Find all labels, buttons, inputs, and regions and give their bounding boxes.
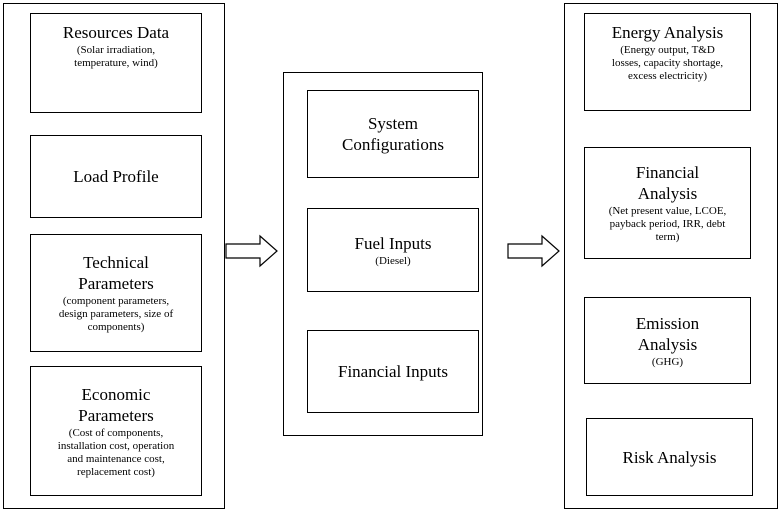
resources-data-box: Resources Data (Solar irradiation, tempe… [30,13,202,113]
load-profile-title: Load Profile [73,167,159,186]
energy-analysis-title: Energy Analysis [611,23,724,42]
emission-analysis-detail: (GHG) [651,355,684,368]
financial-analysis-box: Financial Analysis (Net present value, L… [584,147,751,259]
system-configurations-title: System Configurations [342,114,444,154]
financial-analysis-detail: (Net present value, LCOE, payback period… [608,205,727,243]
emission-analysis-box: Emission Analysis (GHG) [584,297,751,384]
load-profile-box: Load Profile [30,135,202,218]
fuel-inputs-title: Fuel Inputs [354,233,432,253]
system-configurations-box: System Configurations [307,90,479,178]
resources-data-detail: (Solar irradiation, temperature, wind) [74,44,158,69]
resources-data-title: Resources Data [62,23,170,42]
economic-parameters-box: Economic Parameters (Cost of components,… [30,366,202,496]
arrow-right-2 [507,234,560,268]
financial-inputs-title: Financial Inputs [337,362,448,381]
risk-analysis-title: Risk Analysis [622,447,717,467]
energy-analysis-detail: (Energy output, T&D losses, capacity sho… [611,44,724,82]
fuel-inputs-detail: (Diesel) [375,254,411,267]
arrow-right-1 [225,234,278,268]
technical-parameters-box: Technical Parameters (component paramete… [30,234,202,352]
energy-analysis-box: Energy Analysis (Energy output, T&D loss… [584,13,751,111]
economic-parameters-detail: (Cost of components, installation cost, … [57,426,175,478]
economic-parameters-title: Economic Parameters [78,384,154,425]
emission-analysis-title: Emission Analysis [635,313,700,354]
financial-analysis-title: Financial Analysis [635,163,700,203]
financial-inputs-box: Financial Inputs [307,330,479,413]
fuel-inputs-box: Fuel Inputs (Diesel) [307,208,479,292]
technical-parameters-title: Technical Parameters [78,253,154,293]
technical-parameters-detail: (component parameters, design parameters… [58,295,174,333]
risk-analysis-box: Risk Analysis [586,418,753,496]
